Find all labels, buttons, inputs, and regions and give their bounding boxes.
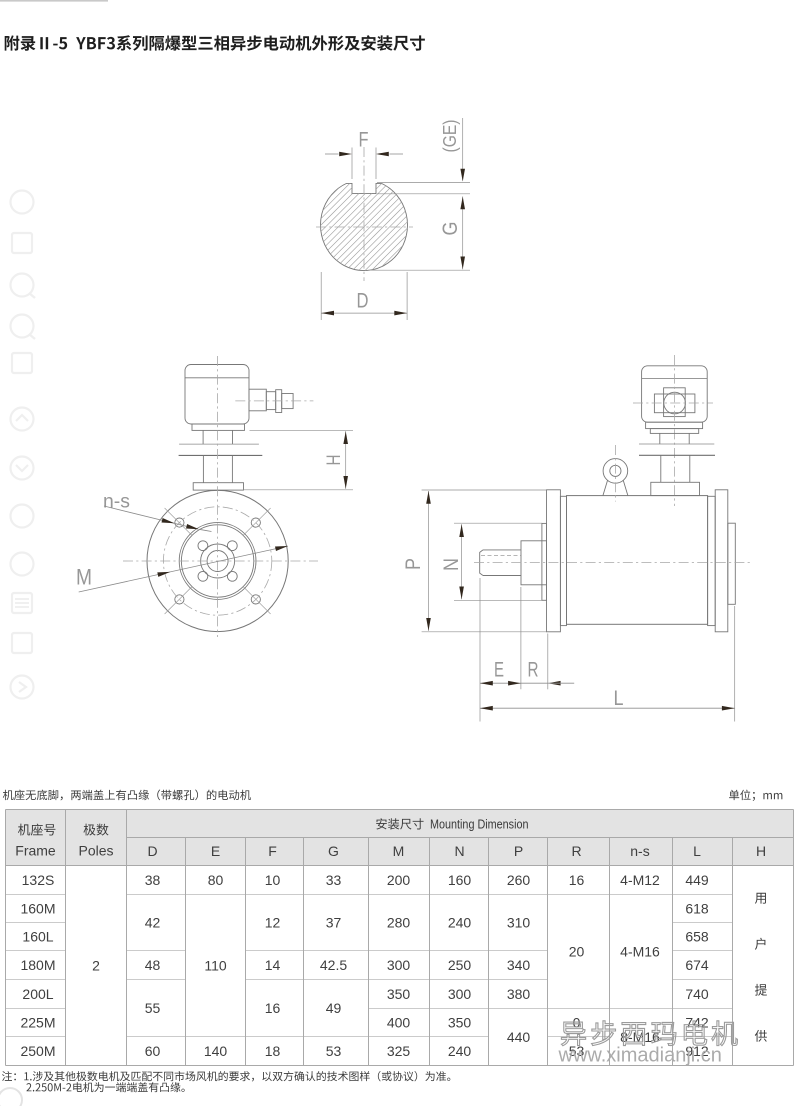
svg-text:12: 12 xyxy=(265,915,281,931)
svg-text:440: 440 xyxy=(507,1029,531,1045)
svg-text:20: 20 xyxy=(569,944,585,960)
svg-text:L: L xyxy=(693,843,701,859)
svg-text:D: D xyxy=(147,843,157,859)
svg-text:H: H xyxy=(324,455,345,466)
svg-text:240: 240 xyxy=(448,1043,472,1059)
svg-text:R: R xyxy=(528,659,539,682)
svg-text:L: L xyxy=(614,687,624,710)
svg-text:110: 110 xyxy=(204,958,227,974)
svg-text:38: 38 xyxy=(145,872,161,888)
svg-text:H: H xyxy=(756,843,766,859)
svg-text:33: 33 xyxy=(326,872,342,888)
svg-text:53: 53 xyxy=(569,1043,585,1059)
svg-text:42.5: 42.5 xyxy=(320,957,347,973)
svg-text:180M: 180M xyxy=(20,957,55,973)
svg-text:80: 80 xyxy=(208,872,224,888)
svg-text:49: 49 xyxy=(326,1000,342,1016)
svg-text:D: D xyxy=(357,290,369,313)
svg-text:10: 10 xyxy=(265,872,281,888)
svg-text:310: 310 xyxy=(507,915,531,931)
svg-text:55: 55 xyxy=(145,1000,161,1016)
svg-text:www.ximadianji.cn: www.ximadianji.cn xyxy=(558,1045,722,1067)
svg-text:740: 740 xyxy=(685,986,709,1002)
svg-text:E: E xyxy=(494,659,504,682)
svg-text:350: 350 xyxy=(387,986,411,1002)
svg-text:618: 618 xyxy=(685,901,709,917)
svg-text:N: N xyxy=(440,558,463,571)
svg-text:16: 16 xyxy=(265,1000,281,1016)
svg-text:Poles: Poles xyxy=(78,843,113,859)
svg-text:225M: 225M xyxy=(20,1015,55,1031)
svg-text:M: M xyxy=(393,843,405,859)
svg-text:53: 53 xyxy=(326,1043,342,1059)
svg-text:742: 742 xyxy=(685,1015,709,1031)
svg-text:M: M xyxy=(76,565,92,590)
svg-text:18: 18 xyxy=(265,1043,281,1059)
svg-text:449: 449 xyxy=(685,872,709,888)
svg-text:260: 260 xyxy=(507,872,531,888)
svg-text:300: 300 xyxy=(387,957,411,973)
svg-text:280: 280 xyxy=(387,915,411,931)
svg-text:P: P xyxy=(514,843,523,859)
svg-text:48: 48 xyxy=(145,957,161,973)
svg-text:P: P xyxy=(402,558,425,570)
svg-text:160M: 160M xyxy=(20,901,55,917)
svg-text:F: F xyxy=(268,843,277,859)
svg-text:250M: 250M xyxy=(20,1043,55,1059)
svg-text:912: 912 xyxy=(685,1043,709,1059)
svg-text:674: 674 xyxy=(685,957,709,973)
svg-text:37: 37 xyxy=(326,915,342,931)
svg-text:Frame: Frame xyxy=(15,843,56,859)
svg-text:R: R xyxy=(571,843,581,859)
svg-text:N: N xyxy=(454,843,464,859)
svg-text:380: 380 xyxy=(507,986,531,1002)
svg-text:200: 200 xyxy=(387,872,411,888)
svg-text:16: 16 xyxy=(569,872,585,888)
svg-text:160: 160 xyxy=(448,872,472,888)
svg-text:300: 300 xyxy=(448,986,472,1002)
svg-text:n-s: n-s xyxy=(630,843,649,859)
svg-text:(GE): (GE) xyxy=(440,120,460,153)
svg-text:Mounting Dimension: Mounting Dimension xyxy=(430,817,529,832)
svg-text:325: 325 xyxy=(387,1043,411,1059)
svg-text:200L: 200L xyxy=(22,986,53,1002)
svg-text:140: 140 xyxy=(204,1043,228,1059)
svg-text:400: 400 xyxy=(387,1015,411,1031)
svg-text:2: 2 xyxy=(92,958,100,974)
svg-text:132S: 132S xyxy=(22,872,55,888)
svg-text:4-M16: 4-M16 xyxy=(620,944,660,960)
svg-text:658: 658 xyxy=(685,929,709,945)
svg-text:G: G xyxy=(328,843,339,859)
svg-text:14: 14 xyxy=(265,957,281,973)
svg-text:240: 240 xyxy=(448,915,472,931)
svg-text:350: 350 xyxy=(448,1015,472,1031)
svg-text:160L: 160L xyxy=(22,929,53,945)
svg-text:F: F xyxy=(359,129,369,152)
svg-text:60: 60 xyxy=(145,1043,161,1059)
svg-text:E: E xyxy=(211,843,220,859)
svg-text:G: G xyxy=(439,222,462,236)
svg-text:4-M12: 4-M12 xyxy=(620,872,660,888)
svg-text:42: 42 xyxy=(145,915,161,931)
svg-text:250: 250 xyxy=(448,957,472,973)
svg-text:340: 340 xyxy=(507,957,531,973)
